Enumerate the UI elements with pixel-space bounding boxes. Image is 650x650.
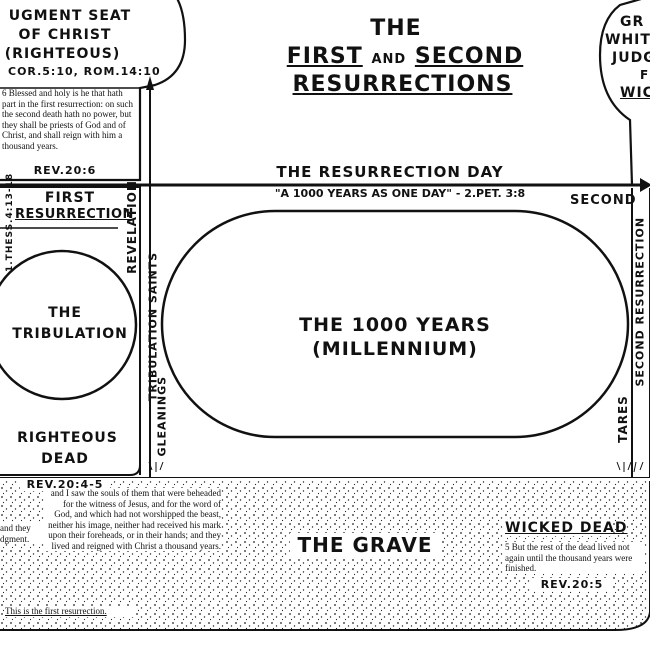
title-and: AND — [371, 52, 407, 67]
title-line-1: THE — [370, 16, 422, 41]
millennium-line-1: THE 1000 YEARS — [299, 314, 491, 336]
title-second: SECOND — [414, 44, 524, 69]
white-throne-line-2: WHITE — [605, 32, 650, 48]
millennium-line-2: (MILLENNIUM) — [312, 338, 478, 360]
rev-20-4-5-ref: REV.20:4-5 — [20, 478, 110, 491]
title-line-2: FIRST AND SECOND — [280, 44, 530, 69]
judgment-seat-bubble — [0, 0, 187, 182]
souls-verse: and I saw the souls of them that were be… — [46, 488, 221, 551]
first-resurrection-line-1: FIRST — [44, 190, 96, 206]
grave-label: THE GRAVE — [290, 533, 440, 557]
judgment-seat-line-2: OF CHRIST — [18, 27, 112, 43]
second-resurrection-label: SECOND RESURRECTION — [633, 216, 647, 387]
judgment-seat-line-3: (RIGHTEOUS) — [4, 46, 121, 62]
judgment-seat-line-1: UGMENT SEAT — [8, 8, 132, 24]
white-throne-line-3: JUDG — [612, 50, 650, 66]
rev-20-6-ref: REV.20:6 — [33, 164, 97, 177]
tribulation-line-2: TRIBULATION — [12, 326, 128, 342]
second-label: SECOND — [570, 193, 637, 208]
revelation-label: REVELATION — [125, 180, 139, 274]
white-throne-line-5: WIC — [620, 85, 650, 101]
one-day-quote: "A 1000 YEARS AS ONE DAY" - 2.PET. 3:8 — [274, 187, 526, 200]
wicked-dead-label: WICKED DEAD — [505, 520, 628, 536]
white-throne-bubble — [598, 0, 642, 186]
resurrection-day-label: THE RESURRECTION DAY — [276, 163, 504, 181]
white-throne-line-1: GR — [620, 14, 645, 30]
left-fragment: and they dgment. — [0, 523, 48, 544]
wicked-verse: 5 But the rest of the dead lived not aga… — [505, 542, 645, 574]
first-resurrection-line-2: RESURRECTION — [15, 207, 134, 222]
gleanings-label: GLEANINGS — [155, 375, 169, 457]
first-res-note: This is the first resurrection. — [5, 606, 135, 617]
millennium-oval — [160, 209, 630, 439]
righteous-dead-line-2: DEAD — [41, 451, 89, 467]
tribulation-circle — [0, 249, 138, 401]
title-first: FIRST — [286, 44, 363, 69]
judgment-seat-refs: COR.5:10, ROM.14:10 — [8, 65, 161, 78]
white-throne-line-4: F — [640, 68, 650, 82]
title-line-3: RESURRECTIONS — [292, 72, 513, 97]
thess-ref: 1.THESS.4:13-18 — [5, 172, 15, 272]
righteous-dead-line-1: RIGHTEOUS — [17, 430, 118, 446]
rev-20-5-ref: REV.20:5 — [532, 578, 612, 591]
rev-20-6-verse: 6 Blessed and holy is he that hath part … — [2, 88, 133, 151]
tares-label: TARES — [616, 395, 630, 443]
tribulation-line-1: THE — [48, 305, 82, 321]
